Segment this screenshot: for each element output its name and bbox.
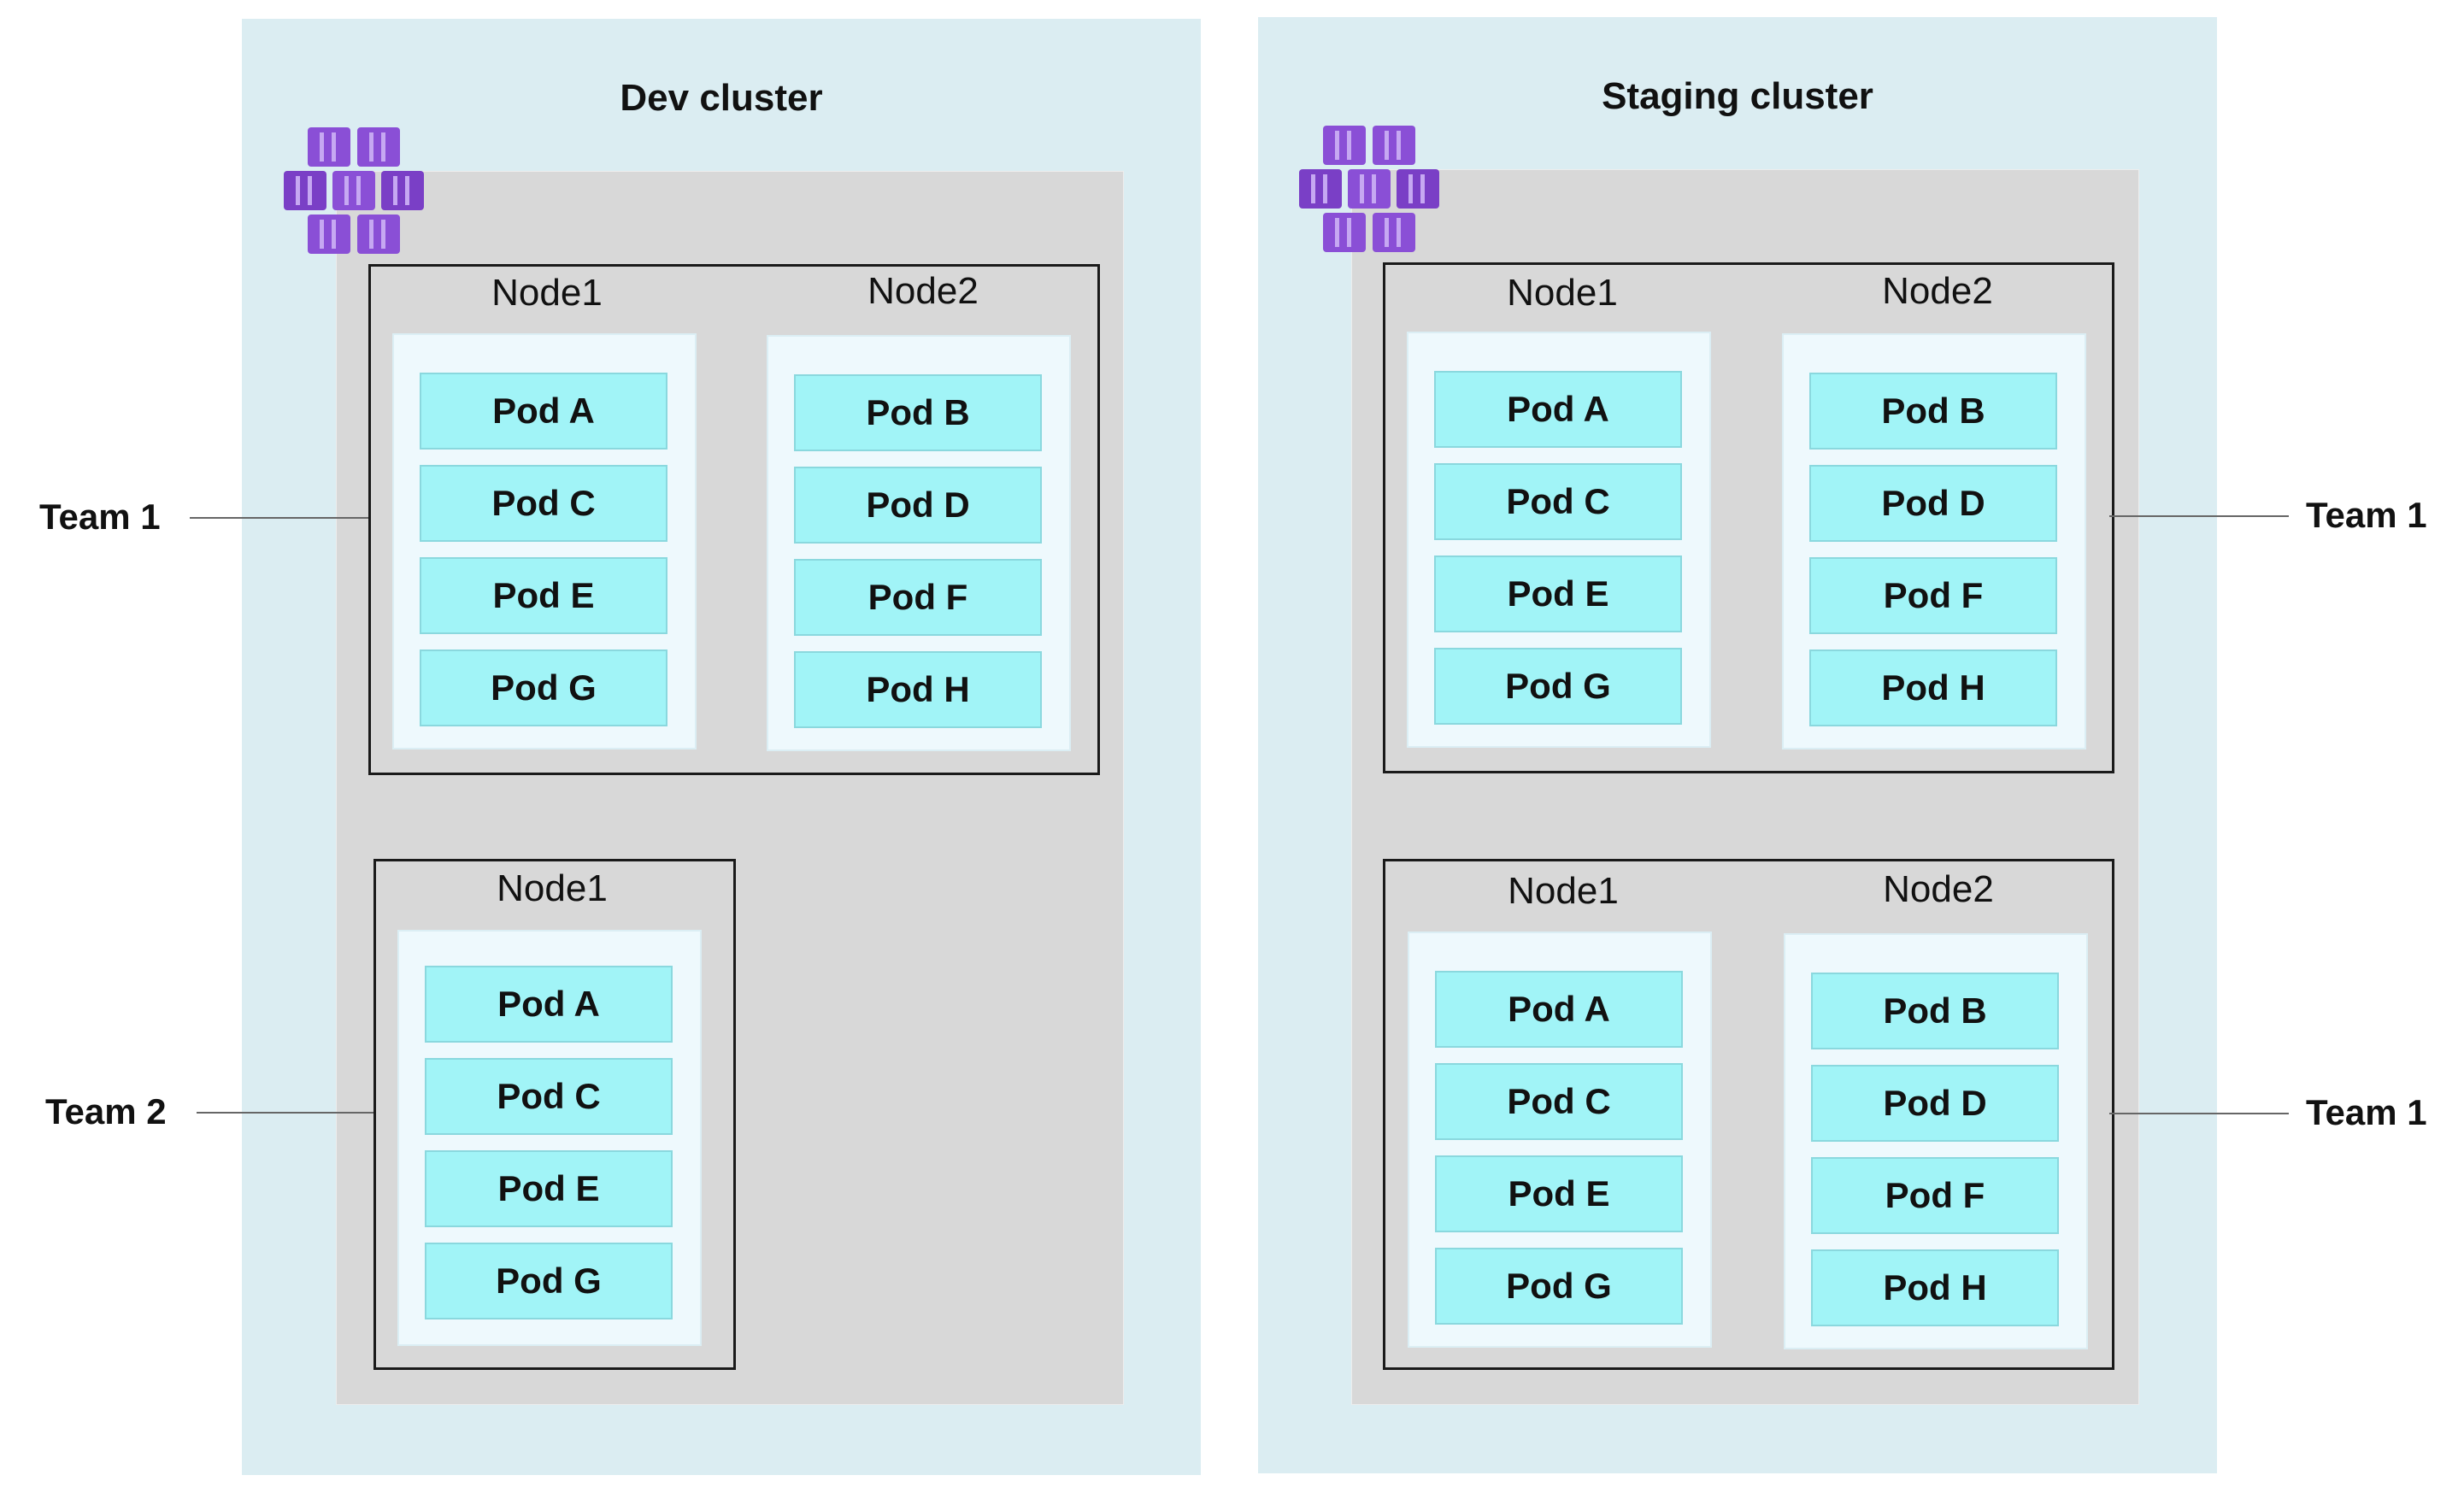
pod: Pod C — [1435, 1063, 1683, 1140]
dev-team2-node1: Pod A Pod C Pod E Pod G — [397, 930, 702, 1346]
pod: Pod H — [1809, 649, 2057, 726]
staging-team1-node-pool-a — [1383, 262, 2114, 773]
staging-group2-node2-label: Node2 — [1883, 868, 1994, 910]
dev-team1-node-pool — [368, 264, 1100, 775]
pod: Pod B — [1809, 373, 2057, 450]
kubernetes-service-icon — [284, 127, 424, 254]
pod: Pod A — [1435, 971, 1683, 1048]
pod: Pod F — [794, 559, 1042, 636]
pod: Pod E — [425, 1150, 673, 1227]
pod: Pod F — [1811, 1157, 2059, 1234]
cube-group — [1299, 126, 1439, 252]
pod: Pod G — [1434, 648, 1682, 725]
dev-team1-node2-label: Node2 — [867, 270, 979, 312]
pod: Pod B — [1811, 973, 2059, 1049]
staging-group1-node1: Pod A Pod C Pod E Pod G — [1407, 332, 1711, 748]
team-connector-line — [2109, 515, 2289, 517]
pod: Pod A — [420, 373, 667, 450]
team-connector-line — [2109, 1113, 2289, 1114]
pod: Pod B — [794, 374, 1042, 451]
team-connector-line — [190, 517, 368, 519]
team-label: Team 1 — [2306, 495, 2427, 535]
pod: Pod G — [1435, 1248, 1683, 1325]
pod: Pod H — [794, 651, 1042, 728]
pod: Pod C — [420, 465, 667, 542]
staging-cluster-title: Staging cluster — [1602, 75, 1873, 117]
staging-group1-node2-label: Node2 — [1882, 270, 1993, 312]
pod: Pod C — [425, 1058, 673, 1135]
team-label: Team 1 — [39, 497, 161, 537]
team-connector-line — [197, 1112, 373, 1114]
staging-team1-node-pool-b — [1383, 859, 2114, 1370]
pod: Pod E — [420, 557, 667, 634]
staging-group1-node2: Pod B Pod D Pod F Pod H — [1782, 333, 2086, 749]
team-label: Team 2 — [45, 1091, 167, 1131]
pod: Pod D — [1809, 465, 2057, 542]
kubernetes-service-icon — [1299, 126, 1439, 252]
cube-group — [284, 127, 424, 254]
pod: Pod F — [1809, 557, 2057, 634]
pod: Pod G — [425, 1243, 673, 1319]
dev-team1-node2: Pod B Pod D Pod F Pod H — [767, 335, 1071, 751]
staging-group2-node1-label: Node1 — [1508, 870, 1619, 912]
team-label: Team 1 — [2306, 1092, 2427, 1132]
pod: Pod D — [794, 467, 1042, 544]
pod: Pod D — [1811, 1065, 2059, 1142]
pod: Pod C — [1434, 463, 1682, 540]
staging-group2-node1: Pod A Pod C Pod E Pod G — [1408, 932, 1712, 1348]
pod: Pod G — [420, 649, 667, 726]
pod: Pod A — [1434, 371, 1682, 448]
pod: Pod A — [425, 966, 673, 1043]
dev-cluster-title: Dev cluster — [620, 77, 823, 119]
staging-group1-node1-label: Node1 — [1507, 272, 1618, 314]
pod: Pod H — [1811, 1249, 2059, 1326]
dev-team2-node-pool — [373, 859, 736, 1370]
dev-team2-node1-label: Node1 — [497, 867, 608, 909]
dev-team1-node1: Pod A Pod C Pod E Pod G — [392, 333, 697, 749]
pod: Pod E — [1435, 1155, 1683, 1232]
pod: Pod E — [1434, 555, 1682, 632]
staging-group2-node2: Pod B Pod D Pod F Pod H — [1784, 933, 2088, 1349]
dev-team1-node1-label: Node1 — [491, 272, 603, 314]
